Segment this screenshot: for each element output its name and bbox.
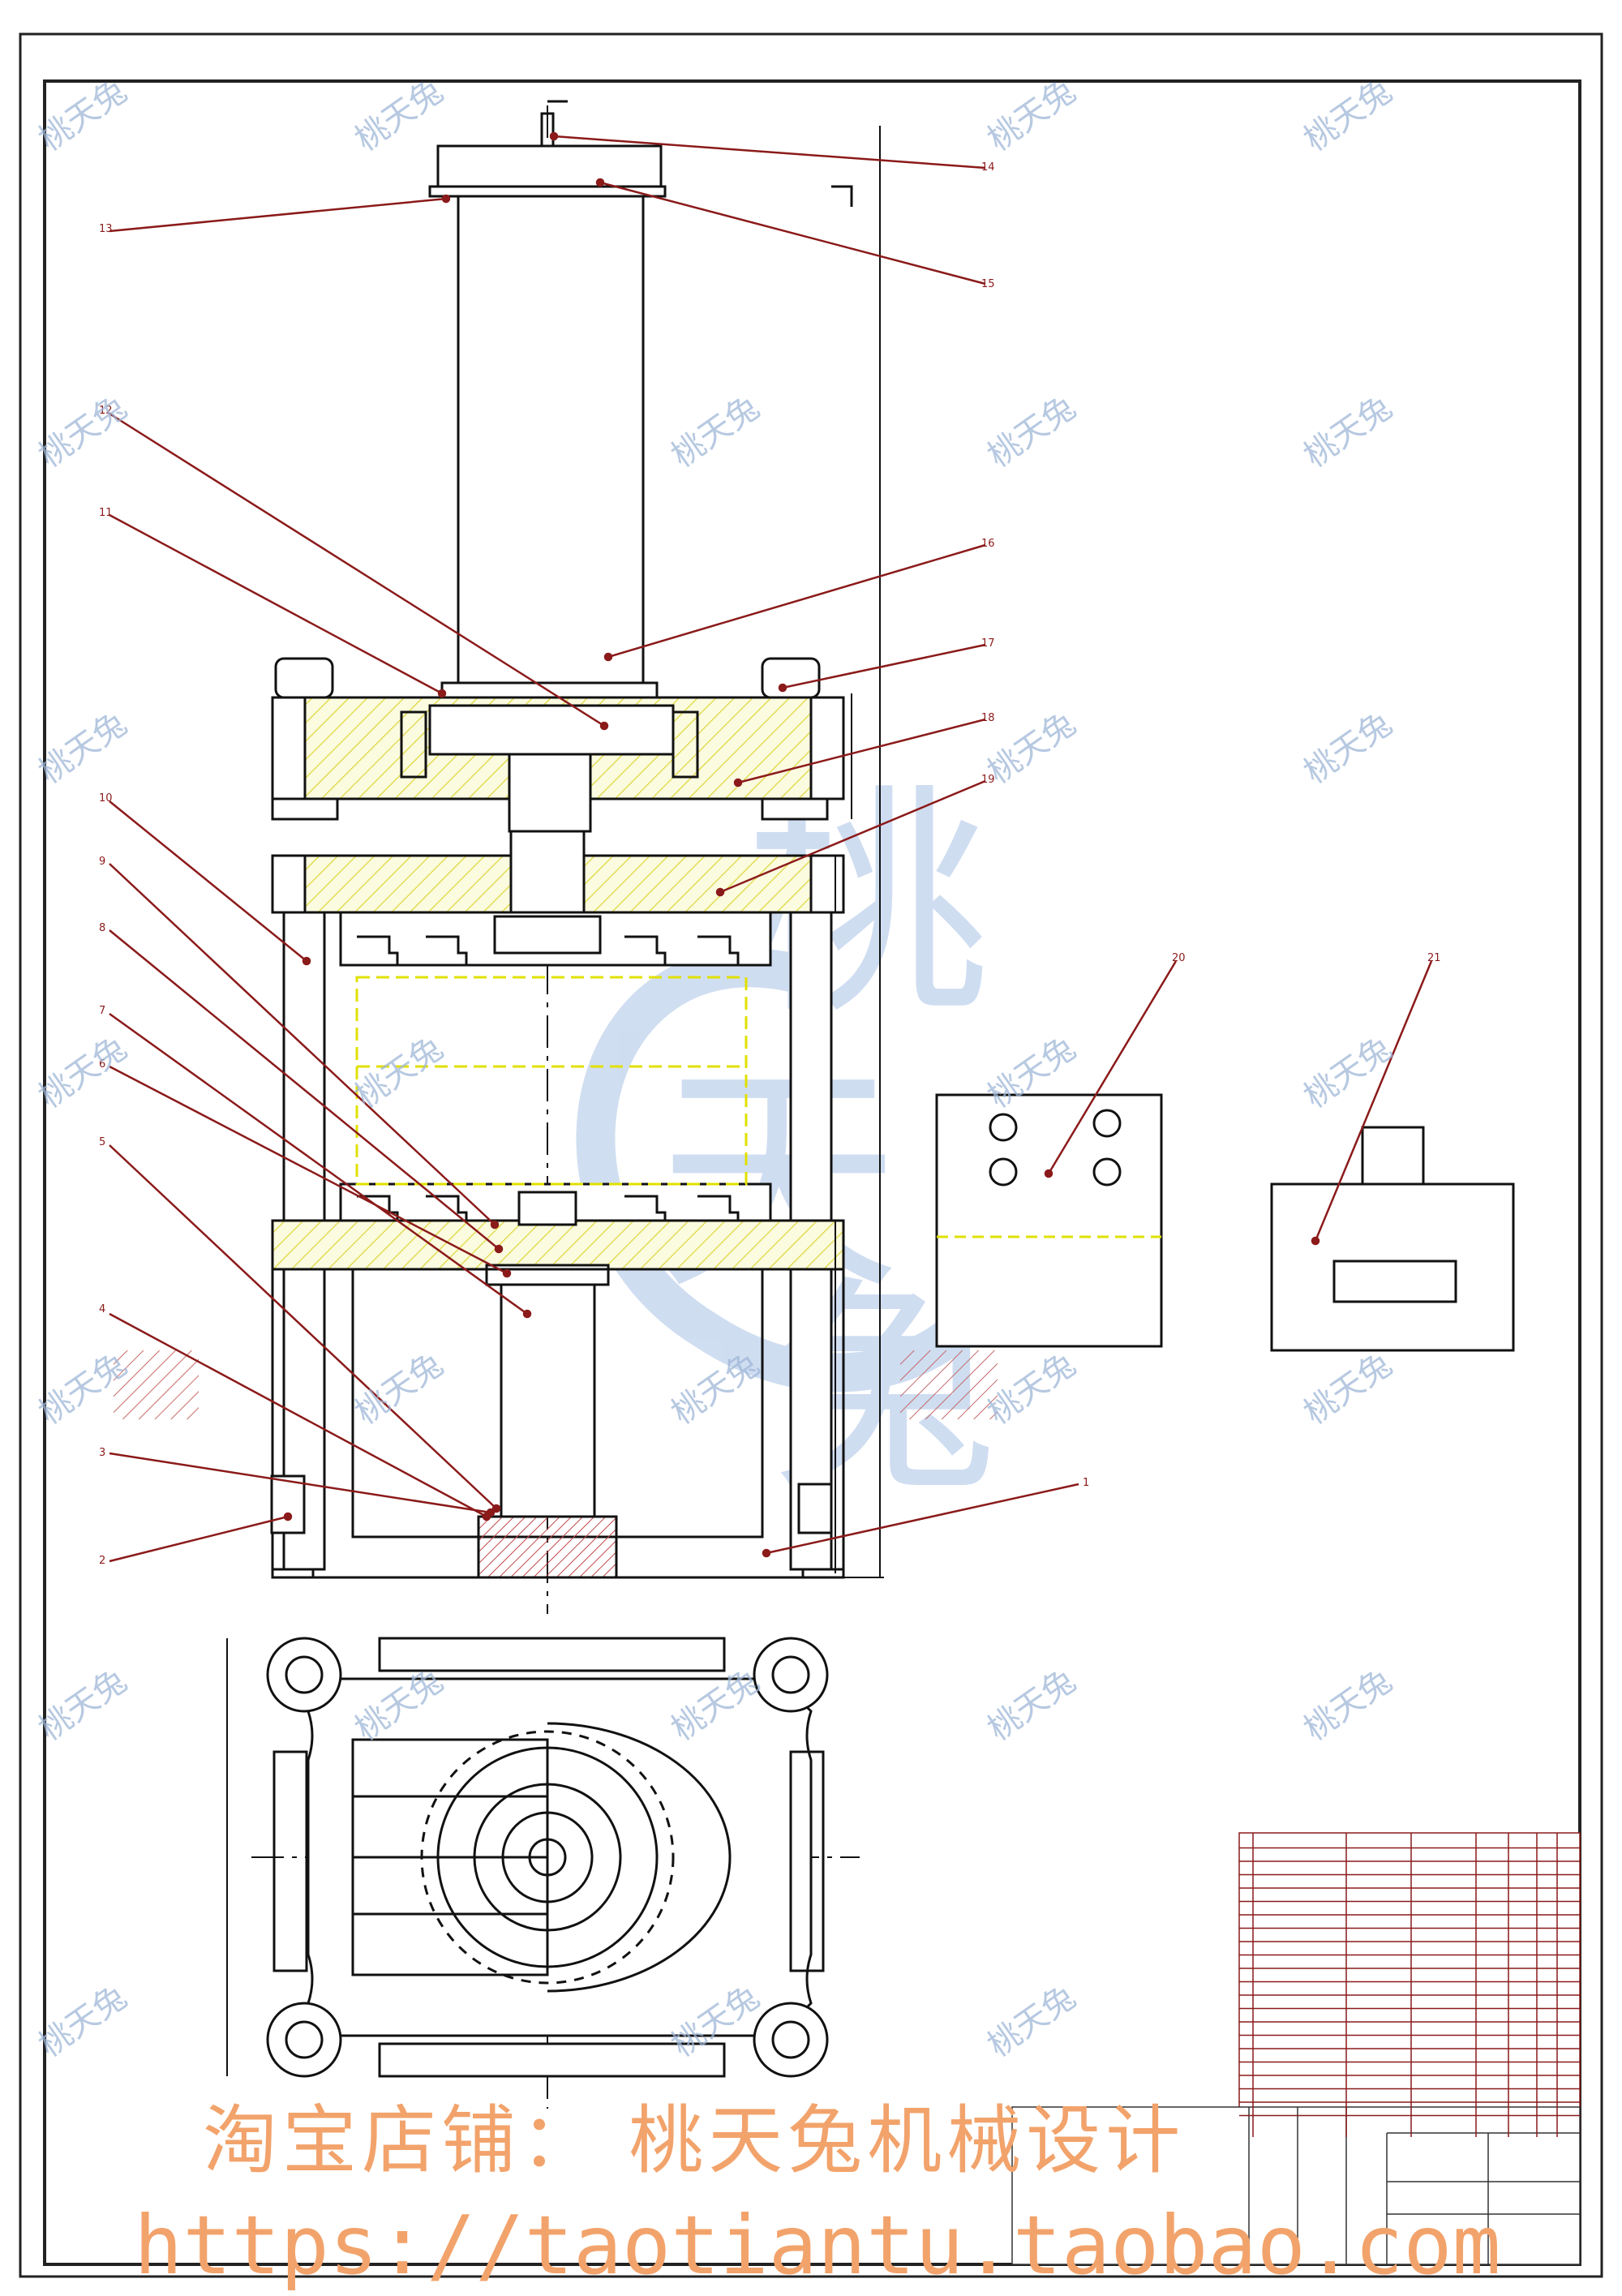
- callout-10: 10: [99, 792, 113, 805]
- outer-border: [19, 32, 1603, 2278]
- callout-1: 1: [1083, 1477, 1089, 1489]
- plan-view: [226, 1637, 860, 2109]
- callout-8: 8: [99, 922, 105, 934]
- callout-15: 15: [981, 278, 995, 290]
- callout-3: 3: [99, 1447, 105, 1459]
- work-table: [271, 1219, 845, 1271]
- callout-labels: 1 2 3 4 5 6 7 8 9 10 11 12 13 14 15 16 1…: [99, 161, 1441, 1567]
- callout-20: 20: [1172, 952, 1186, 964]
- shop-url[interactable]: https://taotiantu.taobao.com: [134, 2198, 1501, 2293]
- shop-banner: 淘宝店铺： 桃天兔机械设计: [203, 2097, 1186, 2184]
- callout-16: 16: [981, 538, 995, 550]
- callout-7: 7: [99, 1005, 105, 1017]
- callout-6: 6: [99, 1058, 105, 1071]
- callout-14: 14: [981, 161, 995, 174]
- callout-11: 11: [99, 507, 113, 519]
- callout-12: 12: [99, 405, 113, 417]
- callout-21: 21: [1427, 952, 1441, 964]
- callout-4: 4: [99, 1303, 105, 1315]
- callout-9: 9: [99, 856, 105, 868]
- left-foundation: [114, 1350, 199, 1419]
- right-foundation: [900, 1350, 998, 1419]
- cylinder-top-cap: [436, 144, 663, 188]
- title-block: [1011, 1832, 1581, 2265]
- callout-5: 5: [99, 1136, 105, 1148]
- callout-17: 17: [981, 637, 995, 650]
- callout-13: 13: [99, 223, 113, 235]
- lower-cylinder: [500, 1264, 596, 1518]
- electrical-control-box: [935, 1093, 1163, 1348]
- callout-18: 18: [981, 712, 995, 724]
- leader-lines: [109, 131, 1433, 1563]
- callout-19: 19: [981, 774, 995, 786]
- callout-2: 2: [99, 1555, 105, 1567]
- seal-character-2: 天: [657, 1040, 900, 1323]
- inner-border: [43, 79, 1581, 2266]
- hydraulic-pump-station: [1270, 1126, 1515, 1352]
- main-cylinder: [457, 195, 645, 685]
